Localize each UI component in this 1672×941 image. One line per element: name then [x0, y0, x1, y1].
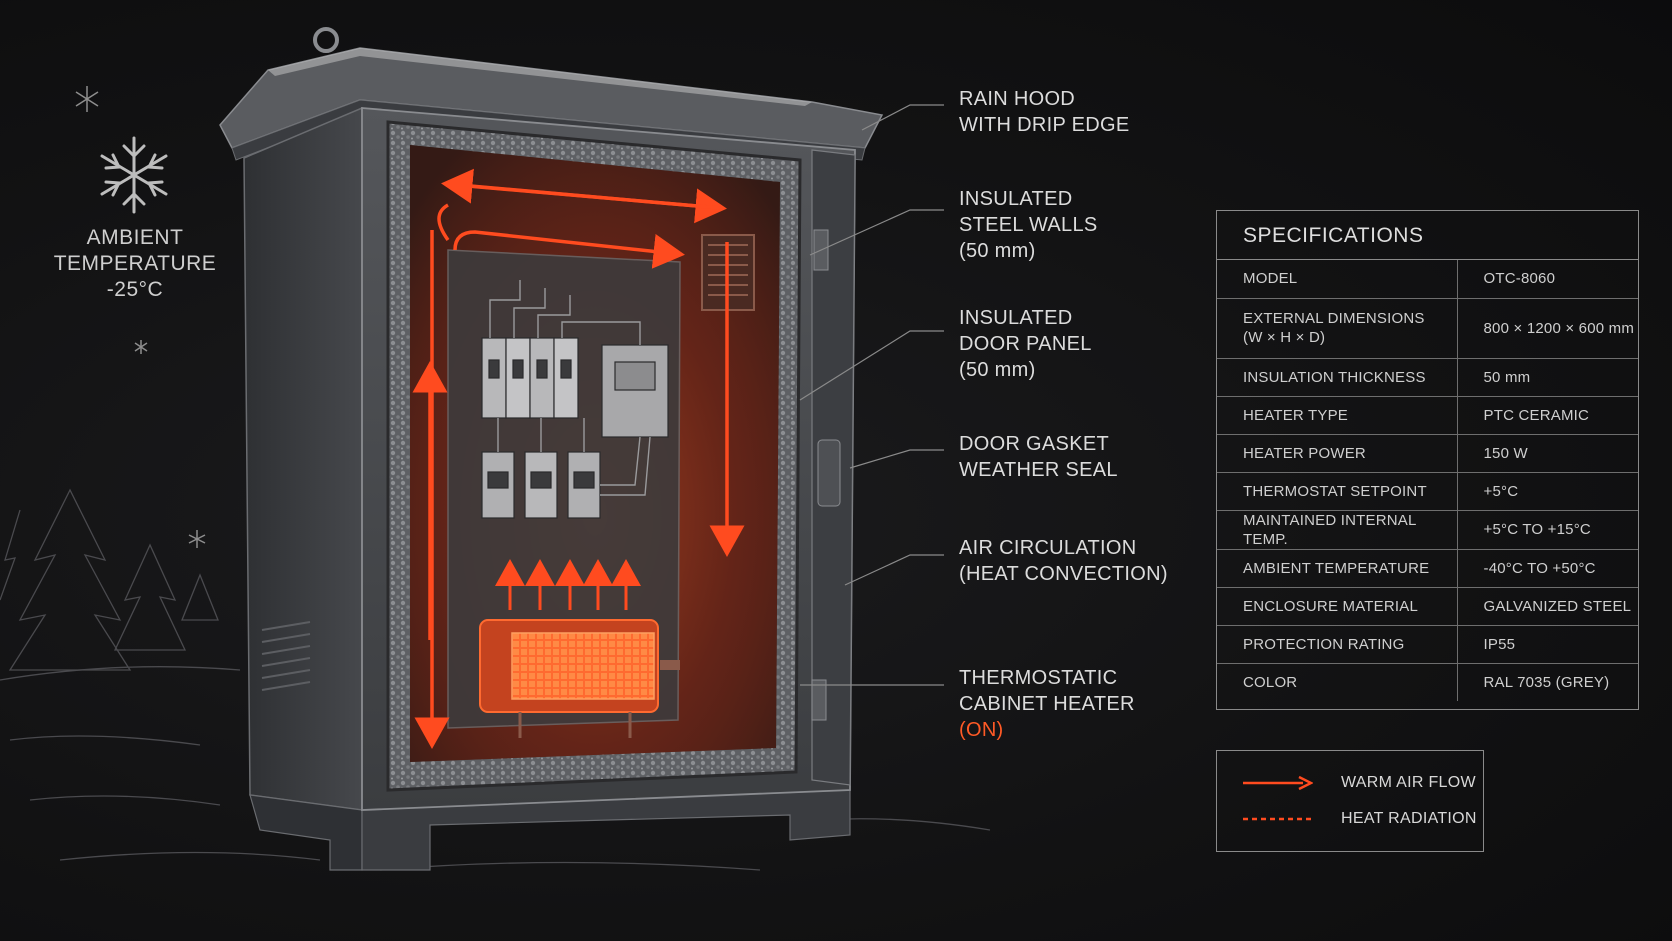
callout-text: WEATHER SEAL [959, 459, 1118, 481]
ambient-line-1: AMBIENT [86, 226, 184, 249]
spec-label-text: MAINTAINED INTERNAL TEMP. [1243, 511, 1416, 548]
spec-value: OTC-8060 [1457, 260, 1638, 299]
callout-text: AIR CIRCULATION [959, 537, 1137, 559]
small-snowflake-icon [75, 86, 206, 548]
callout-text: THERMOSTATIC [959, 667, 1118, 689]
spec-value: RAL 7035 (GREY) [1483, 673, 1610, 691]
ambient-temperature-label: AMBIENT TEMPERATURE -25°C [40, 225, 230, 303]
circuit-breakers [481, 337, 669, 519]
spec-row: MAINTAINED INTERNAL TEMP. +5°C TO +15°C [1217, 510, 1638, 550]
callout-text: INSULATED [959, 188, 1073, 210]
spec-label-text: INSULATION THICKNESS [1243, 368, 1426, 386]
callout-rain-hood: RAIN HOOD WITH DRIP EDGE [959, 86, 1130, 138]
spec-value: 150 W [1457, 434, 1638, 473]
callout-air-circulation: AIR CIRCULATION (HEAT CONVECTION) [959, 535, 1168, 587]
spec-label-text: MODEL [1243, 270, 1298, 288]
spec-label-text: COLOR [1243, 673, 1298, 691]
warm-air-flow [412, 168, 745, 749]
spec-label-text: THERMOSTAT SETPOINT [1243, 482, 1427, 500]
spec-value: PTC CERAMIC [1457, 396, 1638, 435]
spec-label-text: HEATER POWER [1243, 444, 1366, 462]
spec-label: MODEL [1217, 260, 1458, 299]
heater-status: (ON) [959, 719, 1004, 741]
snowflake-icon [100, 136, 168, 214]
spec-row: AMBIENT TEMPERATURE -40°C TO +50°C [1217, 549, 1638, 588]
spec-label: ENCLOSURE MATERIAL [1217, 587, 1458, 626]
spec-value: +5°C TO +15°C [1457, 510, 1638, 550]
legend: WARM AIR FLOW HEAT RADIATION [1216, 750, 1484, 852]
callout-text: STEEL WALLS [959, 214, 1098, 236]
callout-steel-walls: INSULATED STEEL WALLS (50 mm) [959, 186, 1098, 264]
callout-text: (50 mm) [959, 359, 1036, 381]
spec-label-text: ENCLOSURE MATERIAL [1243, 597, 1419, 615]
spec-label-text: PROTECTION RATING [1243, 635, 1405, 653]
spec-row: COLOR RAL 7035 (GREY) [1217, 663, 1638, 701]
heat-radiation-dashed-icon [1243, 817, 1311, 821]
callout-text: INSULATED [959, 307, 1073, 329]
spec-value: GALVANIZED STEEL [1457, 587, 1638, 626]
ambient-line-3: -25°C [106, 278, 164, 301]
spec-label-text: (W × H × D) [1243, 329, 1326, 346]
callout-door-panel: INSULATED DOOR PANEL (50 mm) [959, 305, 1092, 383]
callout-text: RAIN HOOD [959, 88, 1076, 110]
callout-lines [799, 104, 944, 686]
spec-value: -40°C TO +50°C [1457, 549, 1638, 588]
warm-air-arrow-icon [1243, 775, 1313, 791]
spec-value: IP55 [1457, 625, 1638, 664]
specifications-title: SPECIFICATIONS [1217, 211, 1638, 260]
side-wall [243, 106, 363, 811]
spec-label: THERMOSTAT SETPOINT [1217, 472, 1458, 511]
callout-text: DOOR PANEL [959, 333, 1092, 355]
spec-row: ENCLOSURE MATERIAL GALVANIZED STEEL [1217, 587, 1638, 626]
spec-label: HEATER TYPE [1217, 396, 1458, 435]
callout-text: (50 mm) [959, 240, 1036, 262]
cabinet-heater [479, 619, 680, 738]
spec-label-text: HEATER TYPE [1243, 406, 1349, 424]
wiring [489, 280, 651, 496]
spec-row: MODEL OTC-8060 [1217, 260, 1638, 299]
spec-label-text: EXTERNAL DIMENSIONS [1243, 310, 1425, 327]
spec-label: INSULATION THICKNESS [1217, 358, 1458, 397]
spec-label: EXTERNAL DIMENSIONS (W × H × D) [1217, 298, 1458, 359]
callout-text: CABINET HEATER [959, 693, 1135, 715]
legend-heat-radiation-label: HEAT RADIATION [1341, 810, 1477, 827]
door-handle [817, 439, 841, 507]
spec-label: AMBIENT TEMPERATURE [1217, 549, 1458, 588]
callout-text: WITH DRIP EDGE [959, 114, 1130, 136]
callout-gasket: DOOR GASKET WEATHER SEAL [959, 431, 1118, 483]
spec-row: THERMOSTAT SETPOINT +5°C [1217, 472, 1638, 511]
spec-value: 50 mm [1457, 358, 1638, 397]
callout-heater: THERMOSTATIC CABINET HEATER (ON) [959, 665, 1135, 743]
spec-row: PROTECTION RATING IP55 [1217, 625, 1638, 664]
spec-label: COLOR [1217, 663, 1458, 701]
callout-text: DOOR GASKET [959, 433, 1109, 455]
legend-warm-air-label: WARM AIR FLOW [1341, 774, 1476, 791]
lifting-eye [313, 27, 339, 53]
spec-label: PROTECTION RATING [1217, 625, 1458, 664]
spec-row: INSULATION THICKNESS 50 mm [1217, 358, 1638, 397]
cabinet [219, 27, 884, 871]
convection-arrows [495, 559, 641, 610]
spec-label: HEATER POWER [1217, 434, 1458, 473]
spec-value: 800 × 1200 × 600 mm [1457, 298, 1638, 359]
spec-row: EXTERNAL DIMENSIONS (W × H × D) 800 × 1200… [1217, 298, 1638, 359]
spec-row: HEATER TYPE PTC CERAMIC [1217, 396, 1638, 435]
spec-label-text: AMBIENT TEMPERATURE [1243, 559, 1430, 577]
spec-row: HEATER POWER 150 W [1217, 434, 1638, 473]
spec-value: +5°C [1457, 472, 1638, 511]
spec-label: MAINTAINED INTERNAL TEMP. [1217, 510, 1458, 550]
ambient-line-2: TEMPERATURE [53, 252, 217, 275]
callout-text: (HEAT CONVECTION) [959, 563, 1168, 585]
